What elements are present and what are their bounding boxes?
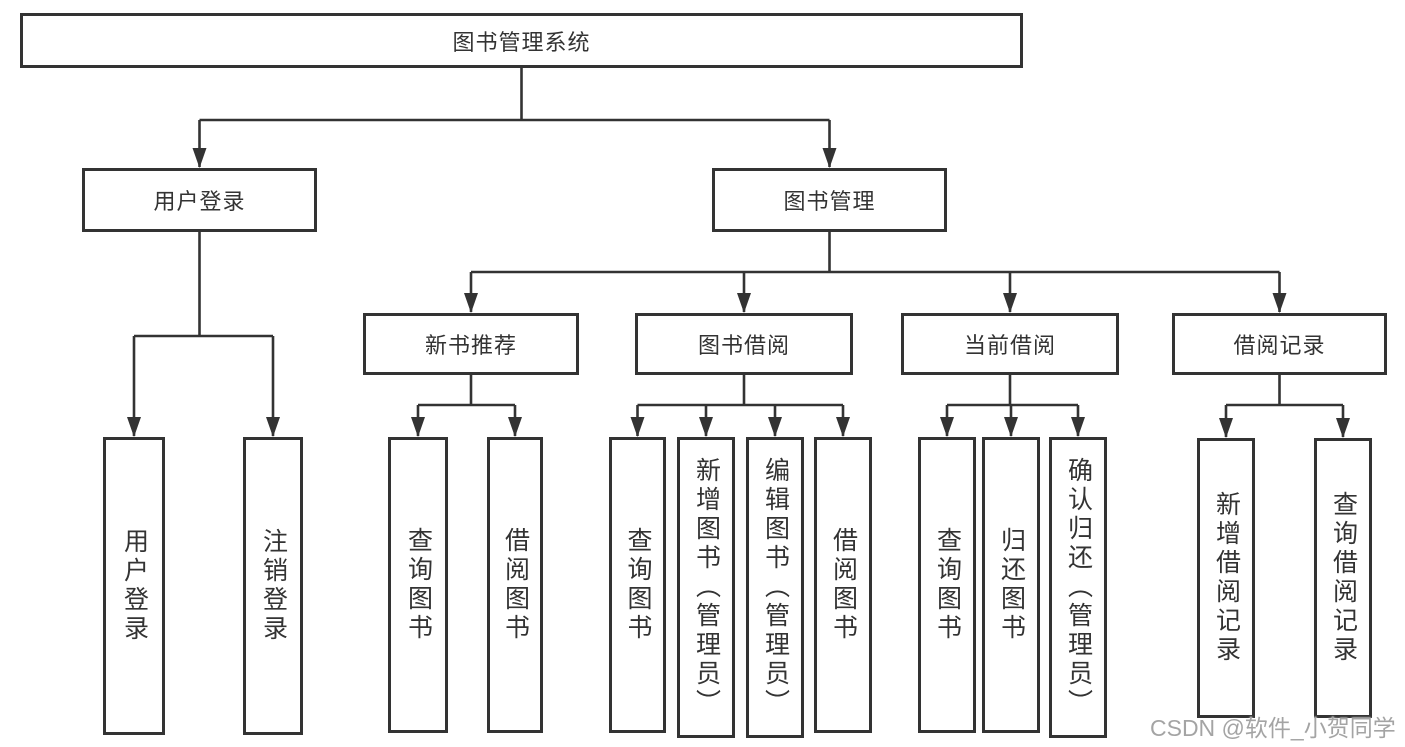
node-leaf-query-books-current: 查询图书	[918, 437, 976, 733]
node-leaf-add-borrow-record-label: 新增借阅记录	[1212, 491, 1241, 665]
node-leaf-borrow-books-recommend: 借阅图书	[487, 437, 543, 733]
node-book-management: 图书管理	[712, 168, 947, 232]
node-borrow-records-label: 借阅记录	[1233, 333, 1326, 358]
node-root-label: 图书管理系统	[452, 29, 591, 55]
node-root: 图书管理系统	[20, 13, 1023, 68]
node-leaf-logout: 注销登录	[243, 437, 303, 735]
node-leaf-query-borrow-record-label: 查询借阅记录	[1329, 491, 1358, 665]
node-leaf-query-books-borrow-label: 查询图书	[624, 527, 652, 643]
node-borrow-records: 借阅记录	[1172, 313, 1387, 375]
node-leaf-add-books-admin: 新增图书（管理员）	[677, 437, 735, 738]
node-new-book-recommend-label: 新书推荐	[424, 333, 517, 358]
node-leaf-return-books-label: 归还图书	[997, 527, 1026, 643]
node-leaf-return-books: 归还图书	[982, 437, 1040, 733]
node-leaf-edit-books-admin-label: 编辑图书（管理员）	[761, 457, 790, 718]
node-leaf-query-books-recommend-label: 查询图书	[404, 527, 433, 643]
node-leaf-user-login-label: 用户登录	[120, 528, 149, 644]
node-new-book-recommend: 新书推荐	[363, 313, 579, 375]
node-leaf-user-login: 用户登录	[103, 437, 165, 735]
node-leaf-logout-label: 注销登录	[259, 528, 288, 644]
node-leaf-borrow-books-label: 借阅图书	[829, 527, 858, 643]
node-current-borrow-label: 当前借阅	[963, 333, 1056, 358]
node-book-management-label: 图书管理	[783, 189, 876, 214]
node-leaf-confirm-return-admin-label: 确认归还（管理员）	[1064, 457, 1093, 718]
watermark: CSDN @软件_小贺同学	[1150, 715, 1396, 741]
node-user-login: 用户登录	[82, 168, 317, 232]
node-leaf-add-books-admin-label: 新增图书（管理员）	[692, 457, 721, 718]
node-current-borrow: 当前借阅	[901, 313, 1119, 375]
node-user-login-label: 用户登录	[153, 189, 246, 214]
node-leaf-query-books-borrow: 查询图书	[609, 437, 666, 733]
node-book-borrow-label: 图书借阅	[697, 333, 790, 358]
node-leaf-add-borrow-record: 新增借阅记录	[1197, 438, 1255, 718]
node-leaf-query-books-current-label: 查询图书	[933, 527, 962, 643]
node-leaf-confirm-return-admin: 确认归还（管理员）	[1049, 437, 1107, 738]
node-leaf-borrow-books-recommend-label: 借阅图书	[501, 527, 530, 643]
node-leaf-query-borrow-record: 查询借阅记录	[1314, 438, 1372, 718]
node-leaf-borrow-books: 借阅图书	[814, 437, 872, 733]
node-book-borrow: 图书借阅	[635, 313, 853, 375]
node-leaf-query-books-recommend: 查询图书	[388, 437, 448, 733]
node-leaf-edit-books-admin: 编辑图书（管理员）	[746, 437, 804, 738]
